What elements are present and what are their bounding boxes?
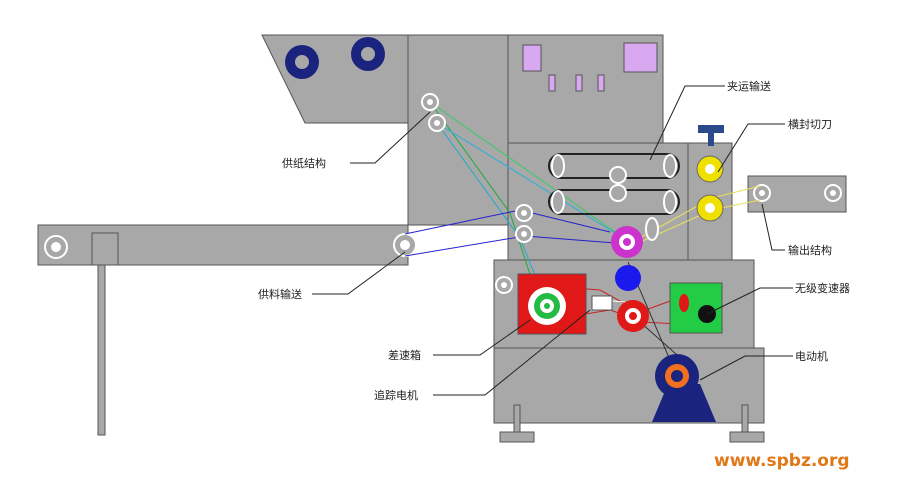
leveling-foot-right — [729, 404, 765, 443]
panel-indicator-1 — [548, 74, 556, 92]
feed-conveyor-support — [91, 232, 119, 266]
pulley-magenta — [611, 226, 643, 258]
guide-roller-mid-1 — [515, 204, 533, 222]
label-differential-gearbox: 差速箱 — [388, 348, 421, 362]
panel-indicator-3 — [597, 74, 605, 92]
film-spool-right — [351, 37, 385, 71]
feed-roller-left — [44, 235, 68, 259]
label-feed-conveyor: 供料输送 — [258, 287, 302, 301]
cutter-adjust-knob — [698, 125, 724, 146]
tracking-motor-box — [591, 295, 613, 311]
panel-window-left — [522, 44, 542, 72]
panel-window-right — [623, 42, 658, 73]
sealing-section — [507, 142, 689, 261]
label-cross-seal-cutter: 横封切刀 — [788, 117, 832, 131]
label-clamp-conveyor: 夹运输送 — [727, 79, 771, 93]
output-roller-right — [824, 184, 842, 202]
clamp-conveyor-belts — [548, 153, 680, 215]
film-guide-roller-1 — [421, 93, 439, 111]
leader-lines — [312, 85, 793, 396]
film-guide-roller-2 — [428, 114, 446, 132]
gearbox-pulley — [528, 287, 566, 325]
guide-roller-mid-2 — [515, 225, 533, 243]
leveling-foot-left — [499, 404, 535, 443]
film-spool-left — [285, 45, 319, 79]
label-motor: 电动机 — [795, 349, 828, 363]
pulley-red — [617, 300, 649, 332]
cvt-pulley-red — [679, 294, 689, 312]
label-film-supply: 供纸结构 — [282, 156, 326, 170]
electric-motor — [655, 354, 699, 398]
label-cvt: 无级变速器 — [795, 281, 850, 295]
upper-tower — [407, 34, 509, 226]
label-tracking-motor: 追踪电机 — [374, 388, 418, 402]
base-cabinet — [493, 347, 765, 424]
output-roller-left — [753, 184, 771, 202]
feed-roller-right — [393, 233, 417, 257]
film-roll-hopper — [261, 34, 409, 124]
guide-roller-lower — [495, 276, 513, 294]
panel-indicator-2 — [575, 74, 583, 92]
cross-seal-cutter-upper — [696, 155, 724, 183]
pulley-blue — [615, 265, 641, 291]
label-output: 输出结构 — [788, 243, 832, 257]
guide-roller-right — [645, 217, 659, 241]
feed-conveyor-leg — [97, 264, 106, 436]
cross-seal-cutter-lower — [696, 194, 724, 222]
cvt-box — [669, 282, 723, 334]
watermark-url: www.spbz.org — [714, 451, 850, 471]
